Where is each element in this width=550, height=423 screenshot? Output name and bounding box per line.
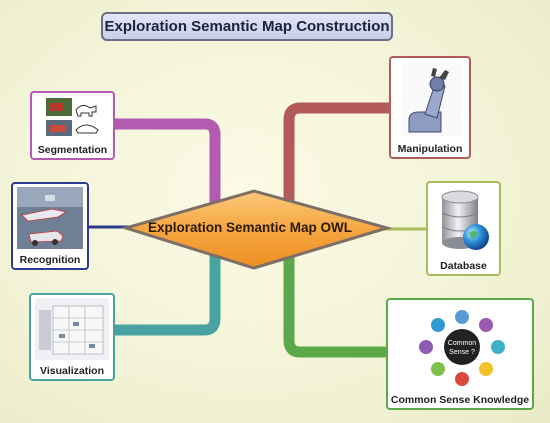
node-label-recognition: Recognition — [19, 254, 81, 266]
recognition-thumbnail — [17, 187, 83, 249]
center-diamond — [120, 189, 393, 270]
node-database: Database — [426, 181, 501, 276]
connector-visualization — [114, 250, 221, 336]
center-node-label: Exploration Semantic Map OWL — [147, 220, 353, 235]
manipulation-robot-arm-thumbnail — [401, 62, 461, 136]
common-sense-center-line1: Common — [448, 340, 477, 347]
node-label-database: Database — [440, 260, 487, 272]
node-label-manipulation: Manipulation — [397, 143, 463, 155]
node-segmentation: Segmentation — [30, 91, 115, 160]
node-common-sense-knowledge: Common Sense ? Common Sense Knowledge — [386, 298, 534, 410]
connector-segmentation — [114, 118, 221, 205]
node-label-segmentation: Segmentation — [37, 144, 108, 156]
connector-manipulation — [283, 102, 390, 202]
common-sense-center-line2: Sense ? — [449, 349, 475, 356]
diagram-title: Exploration Semantic Map Construction — [101, 12, 393, 41]
node-manipulation: Manipulation — [389, 56, 471, 159]
segmentation-thumbnail — [46, 98, 99, 136]
database-icon — [441, 190, 489, 250]
node-label-common-sense-knowledge: Common Sense Knowledge — [390, 394, 530, 406]
connector-common-sense — [283, 252, 387, 358]
visualization-thumbnail — [35, 298, 109, 360]
node-recognition: Recognition — [11, 182, 89, 270]
common-sense-cycle-diagram: Common Sense ? — [414, 305, 510, 389]
node-visualization: Visualization — [29, 293, 115, 381]
node-label-visualization: Visualization — [40, 365, 104, 377]
